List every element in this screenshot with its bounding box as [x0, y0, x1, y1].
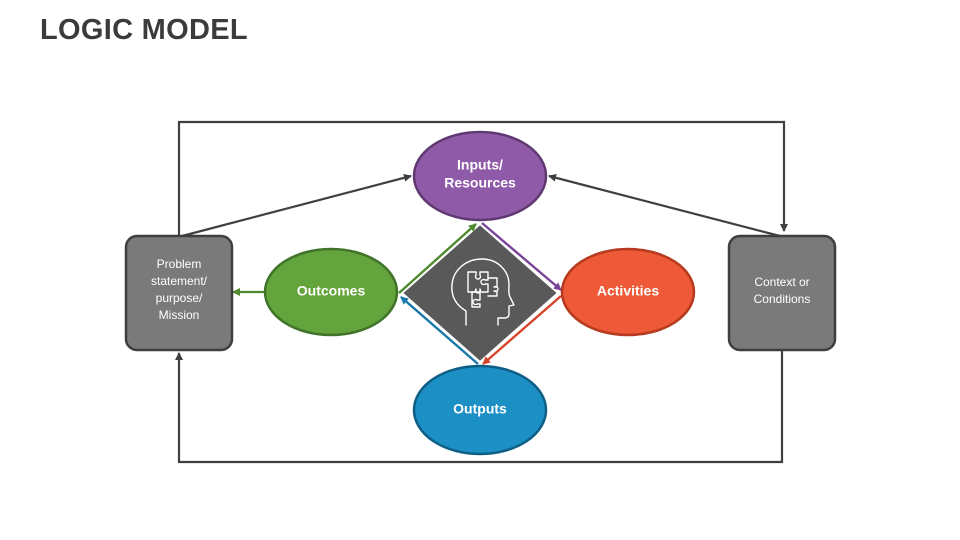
outcomes-label: Outcomes [297, 283, 366, 299]
frame-bottom-connector [175, 350, 784, 464]
node-outputs: Outputs [412, 364, 548, 456]
arrow-problem-to-inputs [181, 173, 412, 238]
arrow-outcomes-to-inputs [398, 223, 477, 294]
problem-label-line-1: Problem [157, 257, 202, 271]
context-label-line-2: Conditions [754, 292, 811, 306]
inputs-label-line-2: Resources [444, 175, 516, 191]
arrow-context-to-inputs [548, 173, 781, 238]
context-label-line-1: Context or [754, 275, 809, 289]
problem-label-line-2: statement/ [151, 274, 208, 288]
arrow-inputs-to-activities [481, 222, 562, 291]
node-context-conditions: Context or Conditions [727, 234, 837, 352]
head-with-puzzle-pieces-icon [451, 258, 515, 326]
node-activities: Activities [560, 247, 696, 337]
node-outcomes: Outcomes [263, 247, 399, 337]
problem-label-line-3: purpose/ [156, 291, 203, 305]
problem-label-line-4: Mission [159, 308, 200, 322]
arrow-activities-to-outputs [482, 295, 562, 365]
page-title: LOGIC MODEL [40, 14, 248, 46]
frame-top-connector [177, 120, 788, 236]
activities-label: Activities [597, 283, 659, 299]
arrow-outputs-to-outcomes [400, 296, 479, 365]
inputs-label-line-1: Inputs/ [457, 157, 503, 173]
node-problem-statement: Problem statement/ purpose/ Mission [124, 234, 234, 352]
node-inputs-resources: Inputs/ Resources [412, 130, 548, 222]
outputs-label: Outputs [453, 401, 507, 417]
